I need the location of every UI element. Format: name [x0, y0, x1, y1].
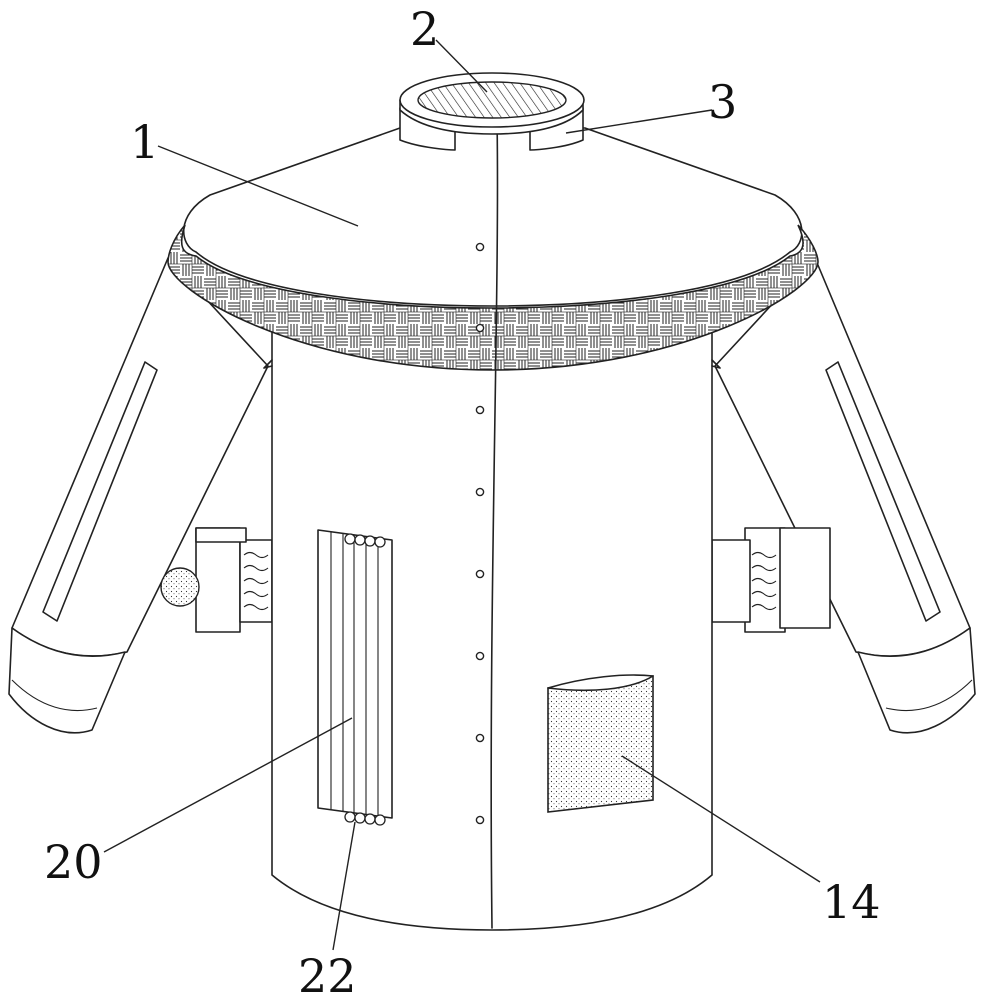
right-side-vent	[711, 527, 831, 633]
patch-pocket	[547, 674, 654, 813]
tube-ends-bottom	[344, 811, 386, 826]
left-sleeve-reflective-strip	[42, 361, 158, 622]
label-20: 20	[44, 835, 103, 889]
left-sleeve	[8, 257, 269, 734]
right-sleeve	[714, 257, 976, 734]
label-14: 14	[822, 875, 881, 929]
button	[475, 487, 485, 497]
shoulder-yoke	[183, 127, 803, 307]
label-2: 2	[410, 2, 439, 56]
collar	[399, 72, 585, 151]
leader-lines	[103, 39, 821, 951]
left-side-vent	[160, 527, 273, 633]
front-placket	[490, 117, 499, 929]
button	[475, 405, 485, 415]
label-22: 22	[298, 949, 357, 1000]
leader-1	[157, 145, 359, 227]
left-armhole-edge	[263, 359, 273, 369]
button	[475, 242, 485, 252]
leader-14	[621, 755, 821, 883]
right-sleeve-reflective-strip	[825, 361, 941, 622]
leader-20	[103, 717, 353, 853]
left-fan-hub	[160, 567, 200, 607]
woven-shoulder-band	[167, 224, 819, 371]
tube-panel	[317, 529, 393, 826]
tube-ends-top	[344, 533, 386, 548]
right-armhole-edge	[711, 359, 721, 369]
button	[475, 815, 485, 825]
button	[475, 323, 485, 333]
front-buttons	[475, 242, 485, 825]
leader-3	[565, 109, 713, 134]
label-3: 3	[708, 75, 737, 129]
button	[475, 733, 485, 743]
label-1: 1	[130, 115, 159, 169]
leader-22	[332, 821, 356, 951]
reference-numerals: 1 2 3 20 22 14	[44, 2, 881, 1000]
collar-filter-mesh	[417, 81, 567, 119]
button	[475, 569, 485, 579]
leader-2	[435, 39, 488, 93]
button	[475, 651, 485, 661]
